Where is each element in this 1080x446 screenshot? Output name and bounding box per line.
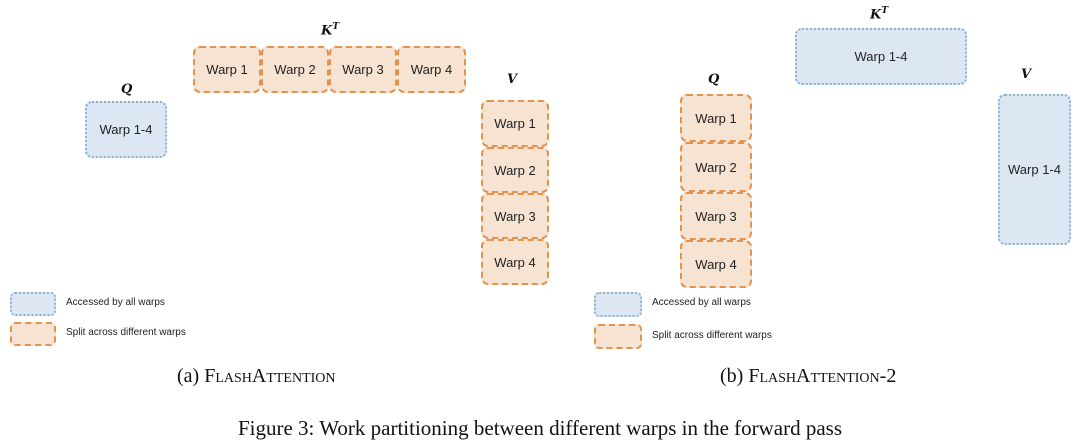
kt-block-b: Warp 1-4 [795,28,967,85]
v-block-a-2: Warp 2 [481,147,549,193]
legend-b-shared-swatch [594,292,642,317]
q-block-a: Warp 1-4 [85,101,167,158]
kt-block-a-3: Warp 3 [329,46,397,93]
v-label-a: V [507,72,518,87]
legend-a-split-swatch [10,322,56,346]
subcaption-a-name: FlashAttention [204,365,336,387]
kt-label-b-sup: T [881,6,889,16]
q-block-b-1: Warp 1 [680,94,752,142]
q-block-b-4: Warp 4 [680,240,752,288]
q-label-b: Q [708,72,720,87]
legend-b-shared-text: Accessed by all warps [652,297,751,308]
legend-a-shared-swatch [10,292,56,316]
kt-label-b-base: K [870,7,882,23]
legend-b-split-text: Split across different warps [652,330,772,341]
v-block-a-1: Warp 1 [481,100,549,147]
legend-a-split-text: Split across different warps [66,327,186,338]
legend-b-split-swatch [594,324,642,349]
v-block-a-4: Warp 4 [481,239,549,285]
v-label-b: V [1021,67,1032,82]
subcaption-b-name: FlashAttention-2 [748,365,897,387]
kt-block-a-1: Warp 1 [193,46,261,93]
kt-label-b: KT [870,6,888,22]
q-block-b-2: Warp 2 [680,142,752,192]
v-block-a-3: Warp 3 [481,193,549,239]
subcaption-b: (b) FlashAttention-2 [720,365,896,388]
kt-label-a: KT [321,22,339,38]
kt-label-a-base: K [321,23,333,39]
kt-label-a-sup: T [332,22,340,32]
figure-caption: Figure 3: Work partitioning between diff… [237,416,843,440]
subcaption-a-prefix: (a) [177,365,205,387]
subcaption-a: (a) FlashAttention [177,365,336,388]
kt-block-a-4: Warp 4 [397,46,466,93]
v-block-b: Warp 1-4 [998,94,1071,245]
q-block-b-3: Warp 3 [680,192,752,240]
q-label-a: Q [121,82,133,97]
subcaption-b-prefix: (b) [720,365,749,387]
kt-block-a-2: Warp 2 [261,46,329,93]
legend-a-shared-text: Accessed by all warps [66,297,165,308]
